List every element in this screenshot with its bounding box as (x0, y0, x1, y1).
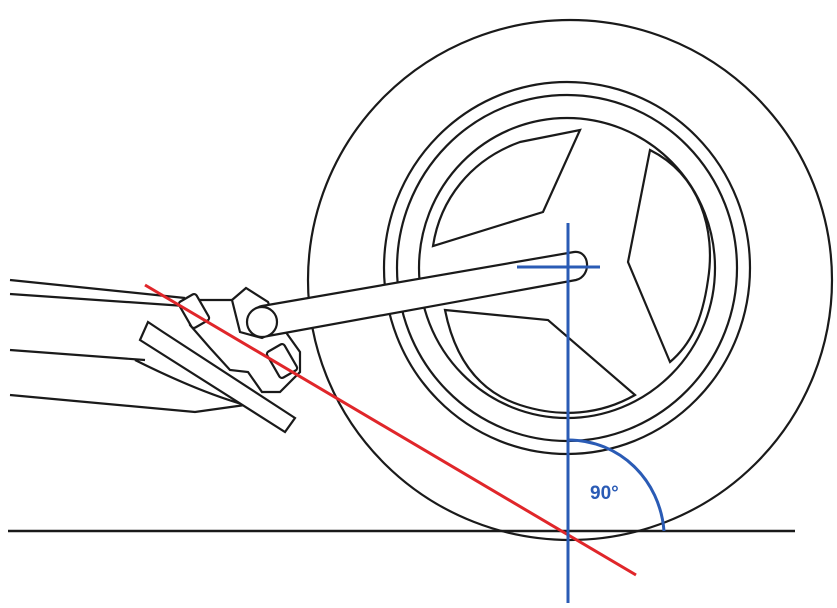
frame-lower-curve (134, 359, 246, 407)
spoke-cutout-right (626, 148, 712, 364)
chassis (9, 278, 246, 414)
red-inclination-line (144, 283, 637, 577)
blue-reference (517, 223, 666, 603)
tyre-outer (306, 18, 834, 542)
lower-frame-rail-top (9, 348, 146, 362)
mounting-plate (138, 320, 297, 434)
arm-pivot-eye (245, 305, 279, 339)
trailing-arm (245, 250, 589, 339)
spoke-cutout-bottom (443, 308, 637, 414)
right-angle-arc (567, 438, 666, 532)
upper-frame-rail (9, 278, 186, 300)
spoke-cutout-top-left (431, 128, 582, 248)
lower-frame-rail-bottom (9, 393, 246, 414)
upper-frame-rail-lower-edge (9, 292, 186, 308)
angle-label: 90° (590, 483, 619, 504)
